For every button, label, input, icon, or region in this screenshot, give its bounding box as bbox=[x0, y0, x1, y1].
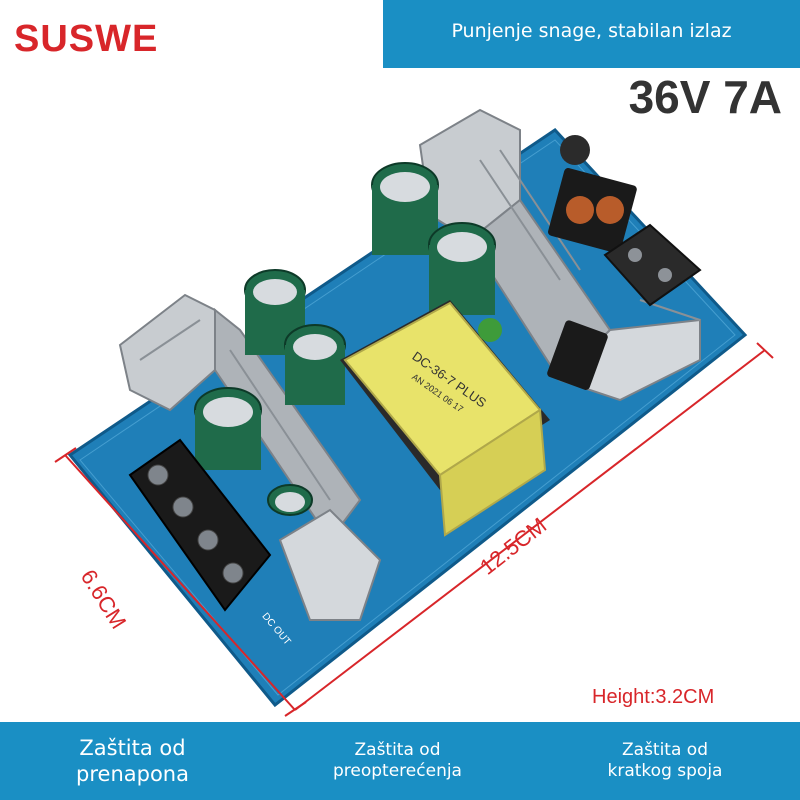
spec-label: 36V 7A bbox=[628, 71, 782, 123]
feature-line-2: preopterećenja bbox=[333, 761, 462, 781]
power-supply-board-image: DC-36-7 PLUS AN 2021 06 17 DC OUT bbox=[54, 108, 774, 717]
transistor bbox=[547, 320, 608, 390]
choke-coil bbox=[548, 135, 637, 254]
transformer: DC-36-7 PLUS AN 2021 06 17 bbox=[340, 300, 550, 537]
brand-logo-text: SUSWE bbox=[14, 18, 159, 60]
dimension-lines bbox=[54, 342, 774, 717]
top-banner: Punjenje snage, stabilan izlaz bbox=[383, 0, 800, 68]
green-capacitor bbox=[478, 318, 502, 342]
capacitors bbox=[194, 162, 496, 516]
output-terminal-block: DC OUT bbox=[128, 438, 293, 647]
height-dimension-label: Height:3.2CM bbox=[592, 686, 715, 708]
top-banner-text: Punjenje snage, stabilan izlaz bbox=[451, 20, 732, 42]
input-terminal bbox=[603, 223, 702, 307]
feature-short-circuit-protection: Zaštita od kratkog spoja bbox=[530, 722, 800, 800]
feature-line-1: Zaštita od bbox=[354, 739, 441, 760]
feature-overload-protection: Zaštita od preopterećenja bbox=[265, 722, 530, 800]
feature-overvoltage-protection: Zaštita od prenapona bbox=[0, 722, 265, 800]
feature-line-2: prenapona bbox=[76, 762, 189, 786]
feature-line-2: kratkog spoja bbox=[607, 761, 723, 781]
feature-line-1: Zaštita od bbox=[622, 739, 708, 760]
brand-area: SUSWE bbox=[0, 0, 210, 90]
feature-line-1: Zaštita od bbox=[79, 735, 186, 760]
heatsink-left bbox=[118, 293, 382, 621]
features-banner: Zaštita od prenapona Zaštita od preopter… bbox=[0, 722, 800, 800]
